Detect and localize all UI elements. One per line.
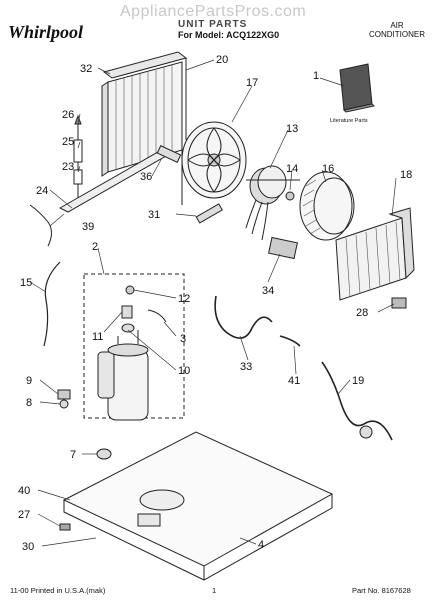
callout-16: 16 — [322, 163, 334, 175]
fan-shroud — [181, 120, 247, 205]
overload-protector — [121, 323, 135, 333]
capillary-assembly — [73, 114, 83, 200]
callout-24: 24 — [36, 185, 48, 197]
callout-7: 7 — [70, 449, 76, 461]
callout-3: 3 — [180, 333, 186, 345]
callout-11: 11 — [92, 331, 103, 343]
overload-lead — [147, 309, 167, 323]
evaporator-coil — [335, 207, 415, 301]
footer-print-info: 11-00 Printed in U.S.A.(mak) — [10, 586, 106, 595]
base-pan — [62, 431, 334, 581]
callout-12: 12 — [178, 293, 190, 305]
callout-26: 26 — [62, 109, 74, 121]
callout-15: 15 — [20, 277, 32, 289]
watermark-text: AppliancePartsPros.com — [120, 3, 307, 20]
callout-9: 9 — [26, 375, 32, 387]
model-subtitle: For Model: ACQ122XG0 — [178, 30, 280, 40]
mounting-clip — [156, 145, 182, 163]
connector — [391, 297, 407, 309]
callout-41: 41 — [288, 375, 300, 387]
compressor-group-box — [83, 273, 185, 419]
callout-32: 32 — [80, 63, 92, 75]
discharge-tube — [279, 335, 301, 347]
callout-13: 13 — [286, 123, 298, 135]
fan-motor — [245, 165, 300, 241]
callout-33: 33 — [240, 361, 252, 373]
grommet — [125, 285, 135, 295]
capillary-coil — [359, 425, 373, 439]
callout-34: 34 — [262, 285, 274, 297]
nut — [285, 191, 295, 201]
footer-part-number: Part No. 8167628 — [352, 586, 411, 595]
diagram-title: UNIT PARTS — [178, 19, 248, 30]
callout-23: 23 — [62, 161, 74, 173]
callout-25: 25 — [62, 136, 74, 148]
mount-grommet — [96, 448, 112, 460]
callout-1: 1 — [313, 70, 319, 82]
callout-14: 14 — [286, 163, 298, 175]
callout-20: 20 — [216, 54, 228, 66]
clamp — [57, 389, 71, 400]
wire-harness — [43, 261, 61, 347]
capillary-tube — [321, 361, 393, 441]
bracket — [29, 151, 168, 247]
callout-31: 31 — [148, 209, 160, 221]
filter-pad — [268, 236, 298, 260]
terminal-cover — [121, 305, 133, 319]
callout-17: 17 — [246, 77, 258, 89]
callout-28: 28 — [356, 307, 368, 319]
blower-wheel — [299, 171, 355, 241]
category-line2: CONDITIONER — [369, 30, 425, 39]
callout-2: 2 — [92, 241, 98, 253]
callout-4: 4 — [258, 539, 264, 551]
condenser-coil — [101, 51, 188, 177]
callout-27: 27 — [18, 509, 30, 521]
callout-18: 18 — [400, 169, 412, 181]
screw — [59, 523, 71, 531]
callout-19: 19 — [352, 375, 364, 387]
brand-logo: Whirlpool — [8, 22, 84, 42]
callout-40: 40 — [18, 485, 30, 497]
washer — [59, 399, 69, 409]
callout-39: 39 — [82, 221, 94, 233]
compressor — [97, 330, 149, 421]
drain-tube — [195, 203, 223, 224]
callout-10: 10 — [178, 365, 190, 377]
literature-booklet — [339, 63, 376, 113]
callout-36: 36 — [140, 171, 152, 183]
category-line1: AIR — [390, 21, 404, 30]
callout-30: 30 — [22, 541, 34, 553]
suction-tube — [214, 295, 273, 339]
literature-label: Literature Parts — [330, 118, 368, 124]
footer-page-number: 1 — [212, 586, 217, 595]
callout-8: 8 — [26, 397, 32, 409]
